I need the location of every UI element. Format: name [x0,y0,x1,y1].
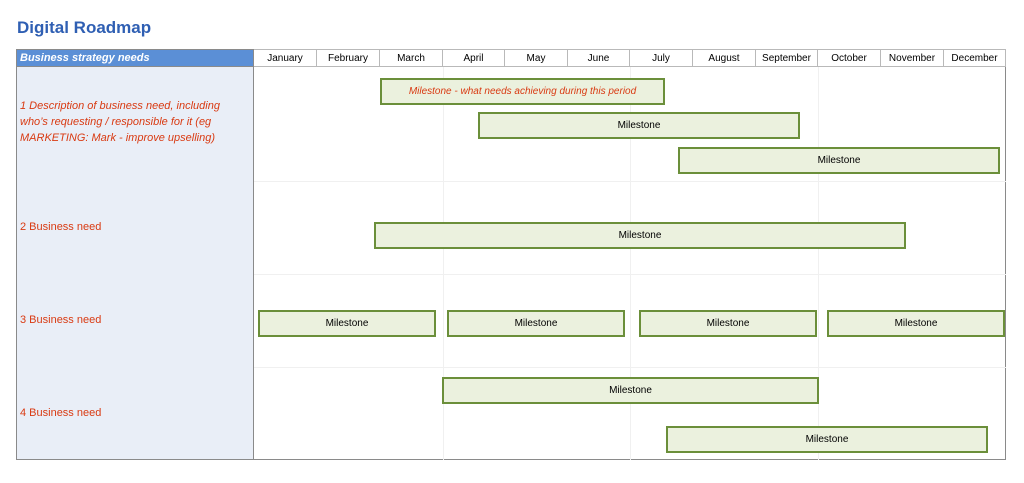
month-november: November [881,49,944,67]
milestone-bar[interactable]: Milestone [442,377,819,404]
grid-line [254,367,1006,368]
row-label-4: 4 Business need [16,367,254,460]
row-label-1: 1 Description of business need, includin… [16,67,254,182]
grid-line [254,181,1006,182]
month-august: August [693,49,756,67]
grid-line [818,67,819,460]
row-label-3: 3 Business need [16,274,254,368]
milestone-bar[interactable]: Milestone [258,310,436,337]
month-december: December [944,49,1006,67]
month-april: April [443,49,505,67]
milestone-bar[interactable]: Milestone [666,426,988,453]
header-business-strategy-needs: Business strategy needs [16,49,254,67]
grid-line [254,274,1006,275]
month-september: September [756,49,818,67]
milestone-bar[interactable]: Milestone [374,222,906,249]
milestone-bar[interactable]: Milestone [447,310,625,337]
month-may: May [505,49,568,67]
grid-line [443,67,444,460]
month-june: June [568,49,630,67]
milestone-bar[interactable]: Milestone [827,310,1005,337]
milestone-bar[interactable]: Milestone [678,147,1000,174]
month-july: July [630,49,693,67]
page-title: Digital Roadmap [17,18,152,37]
month-october: October [818,49,881,67]
milestone-bar[interactable]: Milestone - what needs achieving during … [380,78,665,105]
milestone-bar[interactable]: Milestone [478,112,800,139]
month-january: January [254,49,317,67]
grid-line [630,67,631,460]
row-label-2: 2 Business need [16,181,254,275]
month-march: March [380,49,443,67]
month-february: February [317,49,380,67]
milestone-bar[interactable]: Milestone [639,310,817,337]
